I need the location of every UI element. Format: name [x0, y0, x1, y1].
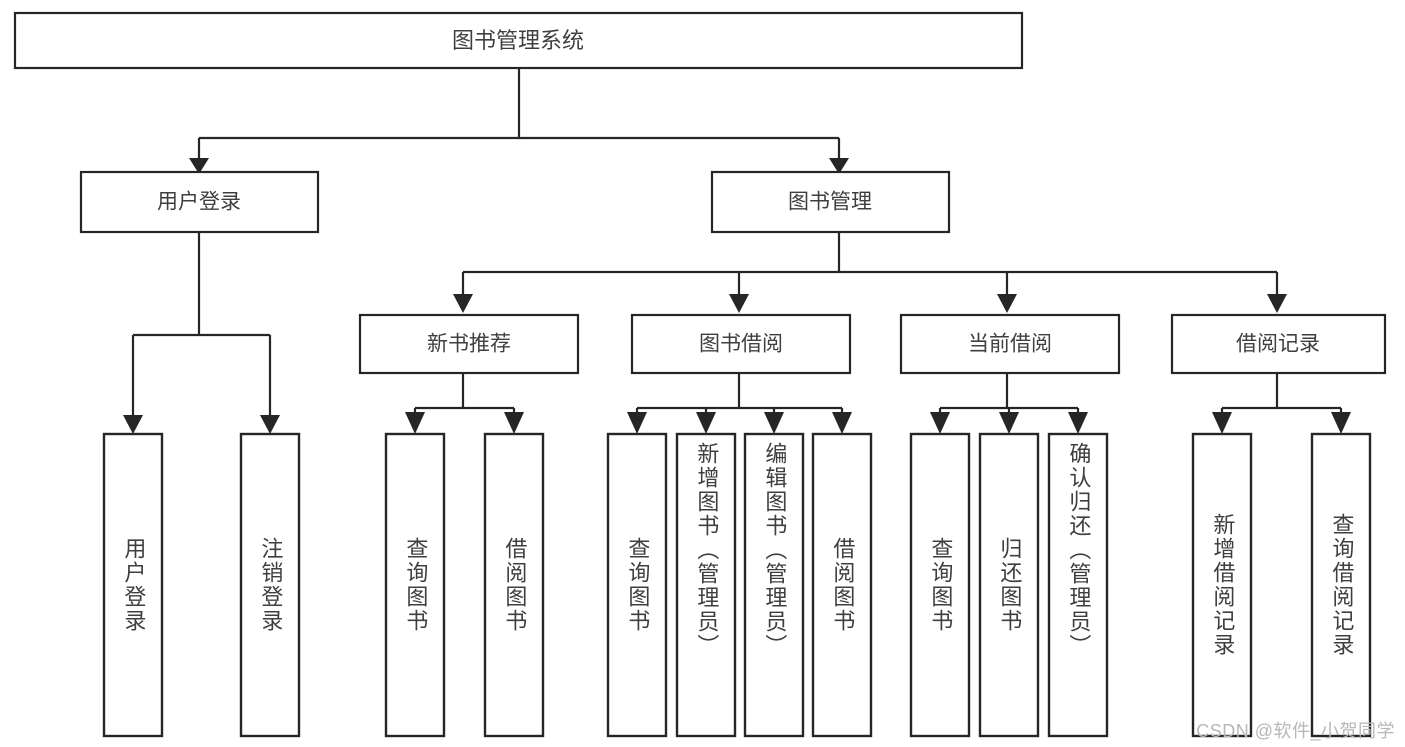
arrow-book-manage-to-current-borrow	[997, 294, 1017, 313]
arrow-book-borrow-to-leaf-7	[764, 412, 784, 434]
user-login-box[interactable]	[79, 170, 320, 234]
leaf-box-8[interactable]	[811, 432, 873, 738]
current-borrow-label: 当前借阅	[968, 333, 1052, 356]
leaf-box-13[interactable]	[1310, 432, 1372, 738]
edge-book-borrow-trunk	[635, 373, 844, 418]
arrow-user-login-to-leaf-1	[123, 415, 143, 434]
node-user-login[interactable]: 用户登录	[79, 170, 320, 234]
connectors-group	[123, 68, 1351, 434]
book-borrow-label: 图书借阅	[699, 333, 783, 356]
leaf-box-6[interactable]	[675, 432, 737, 738]
arrow-root-to-user-login	[189, 158, 209, 174]
borrow-record-box[interactable]	[1170, 313, 1387, 375]
root-label: 图书管理系统	[452, 28, 584, 53]
leaf-boxes-group	[102, 432, 1372, 738]
leaf-box-2[interactable]	[239, 432, 301, 738]
arrow-book-manage-to-borrow-record	[1267, 294, 1287, 313]
leaf-box-11[interactable]	[1047, 432, 1109, 738]
arrow-user-login-to-leaf-2	[260, 415, 280, 434]
leaf-box-3[interactable]	[384, 432, 446, 738]
node-root[interactable]: 图书管理系统	[13, 11, 1024, 70]
arrow-book-borrow-to-leaf-6	[696, 412, 716, 434]
edge-book-manage-trunk	[461, 232, 1279, 297]
arrow-current-borrow-to-leaf-9	[930, 412, 950, 434]
arrow-new-book-rec-to-leaf-4	[504, 412, 524, 434]
edge-root-trunk	[197, 68, 841, 160]
csdn-watermark: CSDN @软件_小贺同学	[1196, 721, 1395, 741]
leaf-box-4[interactable]	[483, 432, 545, 738]
arrow-book-borrow-to-leaf-5	[627, 412, 647, 434]
edge-current-borrow-trunk	[938, 373, 1080, 418]
node-current-borrow[interactable]: 当前借阅	[899, 313, 1121, 375]
edge-borrow-record-trunk	[1220, 373, 1343, 418]
book-manage-box[interactable]	[710, 170, 951, 234]
edge-user-login-trunk	[131, 232, 272, 418]
arrow-borrow-record-to-leaf-13	[1331, 412, 1351, 434]
borrow-record-label: 借阅记录	[1236, 333, 1320, 356]
arrow-borrow-record-to-leaf-12	[1212, 412, 1232, 434]
leaf-box-7[interactable]	[743, 432, 805, 738]
arrow-root-to-book-manage	[829, 158, 849, 174]
leaf-box-10[interactable]	[978, 432, 1040, 738]
edge-new-book-rec-trunk	[413, 373, 516, 418]
arrow-current-borrow-to-leaf-10	[999, 412, 1019, 434]
user-login-label: 用户登录	[157, 191, 241, 214]
new-book-rec-label: 新书推荐	[427, 333, 511, 356]
arrow-book-borrow-to-leaf-8	[832, 412, 852, 434]
current-borrow-box[interactable]	[899, 313, 1121, 375]
arrow-current-borrow-to-leaf-11	[1068, 412, 1088, 434]
leaf-box-5[interactable]	[606, 432, 668, 738]
node-book-borrow[interactable]: 图书借阅	[630, 313, 852, 375]
book-borrow-box[interactable]	[630, 313, 852, 375]
arrow-new-book-rec-to-leaf-3	[405, 412, 425, 434]
leaf-box-12[interactable]	[1191, 432, 1253, 738]
book-manage-label: 图书管理	[788, 191, 872, 214]
node-borrow-record[interactable]: 借阅记录	[1170, 313, 1387, 375]
arrow-book-manage-to-book-borrow	[729, 294, 749, 313]
node-book-manage[interactable]: 图书管理	[710, 170, 951, 234]
new-book-rec-box[interactable]	[358, 313, 580, 375]
root-box[interactable]	[13, 11, 1024, 70]
node-new-book-rec[interactable]: 新书推荐	[358, 313, 580, 375]
leaf-box-1[interactable]	[102, 432, 164, 738]
arrow-book-manage-to-new-book-rec	[453, 294, 473, 313]
leaf-box-9[interactable]	[909, 432, 971, 738]
